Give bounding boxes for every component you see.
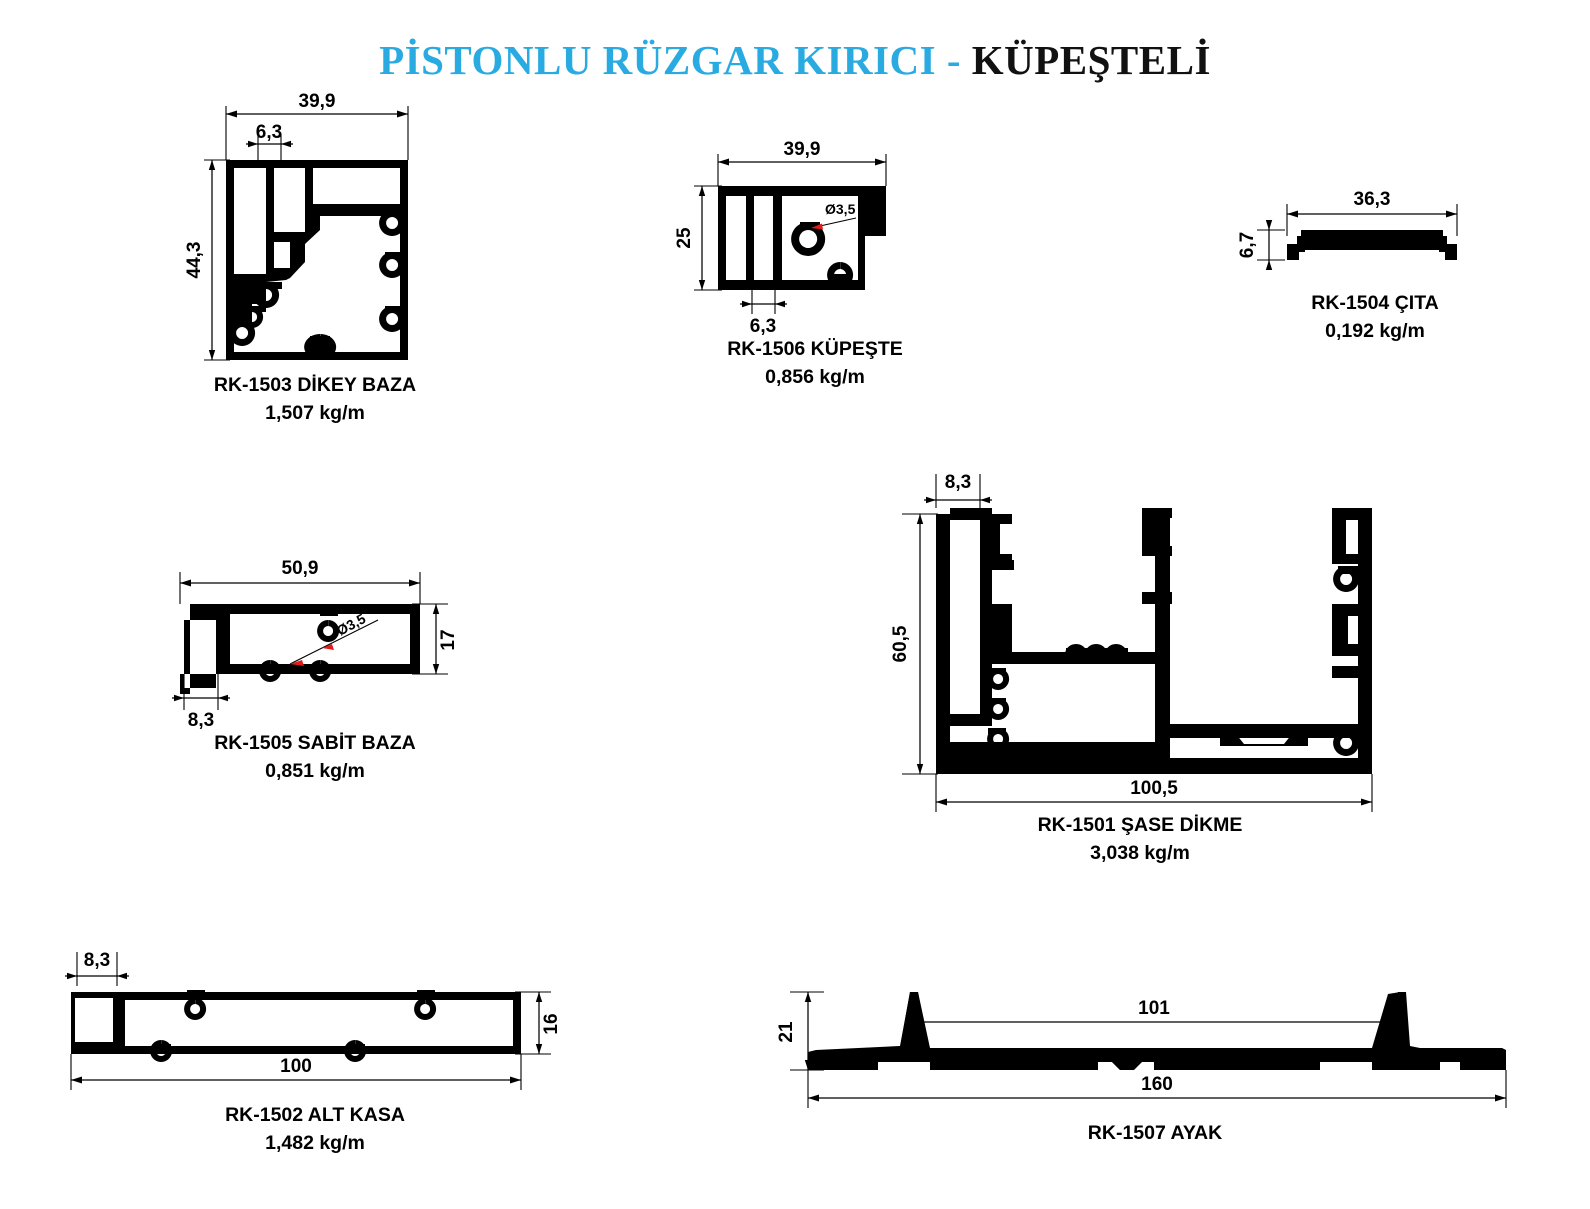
- profile-rk-1504-drawing: 36,3 6,7: [1237, 189, 1458, 270]
- profile-rk-1504: 36,3 6,7 RK-1504 ÇITA 0,192 kg/m: [1225, 189, 1525, 350]
- caption-rk-1504: RK-1504 ÇITA 0,192 kg/m: [1225, 290, 1525, 345]
- profile-rk-1506-drawing: 39,9 25 6,3: [674, 139, 887, 337]
- caption-rk-1502: RK-1502 ALT KASA 1,482 kg/m: [55, 1102, 575, 1157]
- profile-rk-1501-drawing: 8,3 60,5 100,5: [890, 472, 1373, 812]
- dimension-rk1507-inner-span: 101: [906, 998, 1404, 1026]
- caption-rk-1503: RK-1503 DİKEY BAZA 1,507 kg/m: [170, 372, 460, 427]
- caption-rk-1502-code: RK-1502 ALT KASA: [225, 1104, 405, 1126]
- dimension-rk1502-width: 100: [70, 1054, 522, 1090]
- dim-label-100: 100: [280, 1056, 312, 1077]
- caption-rk-1505-code: RK-1505 SABİT BAZA: [214, 732, 416, 754]
- dimension-rk1506-width: 39,9: [717, 139, 887, 186]
- dimension-rk1505-height: 17: [412, 603, 459, 675]
- caption-rk-1501-code: RK-1501 ŞASE DİKME: [1037, 814, 1243, 836]
- profile-rk1501-section: [936, 508, 1372, 774]
- caption-rk-1507: RK-1507 AYAK: [760, 1120, 1550, 1148]
- dim-label-bore-rk1506: Ø3,5: [825, 201, 856, 217]
- dim-label-36-3: 36,3: [1354, 189, 1391, 210]
- profile-rk1504-section: [1287, 230, 1457, 260]
- dimension-rk1506-height: 25: [674, 185, 722, 291]
- profile-rk-1505: 50,9 17 8,3: [150, 558, 480, 808]
- caption-rk-1501: RK-1501 ŞASE DİKME 3,038 kg/m: [880, 812, 1400, 867]
- dim-label-8-3-rk1502: 8,3: [84, 950, 110, 971]
- profile-rk-1502-drawing: 8,3 16 100: [65, 950, 562, 1090]
- dim-label-17: 17: [438, 629, 459, 650]
- profile-rk-1507: 21 101 160: [760, 960, 1550, 1160]
- profile-rk-1503: 39,9 6,3 44,3: [170, 91, 460, 432]
- caption-rk-1503-code: RK-1503 DİKEY BAZA: [213, 374, 417, 396]
- dim-label-6-3: 6,3: [256, 122, 282, 143]
- dimension-rk1503-channel: 6,3: [246, 122, 293, 160]
- profile-rk1502-section: [71, 988, 521, 1062]
- dimension-rk1504-width: 36,3: [1286, 189, 1458, 236]
- dim-label-160: 160: [1141, 1074, 1173, 1095]
- caption-rk-1507-code: RK-1507 AYAK: [1087, 1122, 1223, 1144]
- dim-label-39-9-top: 39,9: [299, 91, 336, 112]
- dimension-rk1506-channel: 6,3: [740, 290, 787, 337]
- dim-label-50-9: 50,9: [282, 558, 319, 579]
- profile-rk1503-section: [226, 160, 408, 360]
- dim-label-101: 101: [1138, 998, 1170, 1019]
- dimension-rk1503-height: 44,3: [184, 159, 230, 361]
- profile-rk-1502: 8,3 16 100: [55, 940, 575, 1170]
- caption-rk-1505: RK-1505 SABİT BAZA 0,851 kg/m: [150, 730, 480, 785]
- caption-rk-1502-weight: 1,482 kg/m: [265, 1131, 365, 1154]
- dimension-rk1501-height: 60,5: [890, 513, 938, 775]
- dim-label-6-3-rk1506: 6,3: [750, 316, 776, 337]
- caption-rk-1504-code: RK-1504 ÇITA: [1311, 292, 1439, 314]
- dim-label-25: 25: [674, 227, 695, 249]
- caption-rk-1506-weight: 0,856 kg/m: [765, 365, 865, 388]
- dim-label-21: 21: [776, 1021, 797, 1043]
- dim-label-16: 16: [541, 1013, 562, 1034]
- dimension-rk1507-width: 160: [807, 1070, 1507, 1108]
- profile-rk1506-section: Ø3,5: [718, 186, 886, 290]
- profile-rk1505-section: Ø3,5: [180, 604, 420, 694]
- dim-label-44-3: 44,3: [184, 242, 205, 279]
- caption-rk-1505-weight: 0,851 kg/m: [265, 759, 365, 782]
- caption-rk-1506-code: RK-1506 KÜPEŞTE: [727, 338, 903, 360]
- dim-label-39-9-rk1506: 39,9: [784, 139, 821, 160]
- profile-rk-1503-drawing: 39,9 6,3 44,3: [184, 91, 409, 361]
- dim-label-8-3-rk1505: 8,3: [188, 710, 214, 731]
- dimension-rk1504-height: 6,7: [1237, 220, 1285, 270]
- profile-rk-1507-drawing: 21 101 160: [776, 991, 1507, 1108]
- page-title-blue: PİSTONLU RÜZGAR KIRICI -: [379, 37, 961, 83]
- caption-rk-1503-weight: 1,507 kg/m: [265, 401, 365, 424]
- dimension-rk1503-width: 39,9: [225, 91, 409, 160]
- profile-rk-1506: 39,9 25 6,3: [670, 139, 960, 420]
- dimension-rk1502-leg: 8,3: [65, 950, 129, 986]
- dimension-rk1501-width: 100,5: [935, 774, 1373, 812]
- profile-rk-1501: 8,3 60,5 100,5: [880, 462, 1400, 882]
- dimension-rk1502-height: 16: [515, 991, 562, 1055]
- dimension-rk1501-leg: 8,3: [924, 472, 992, 508]
- dim-label-100-5: 100,5: [1130, 778, 1178, 799]
- page-title: PİSTONLU RÜZGAR KIRICI - KÜPEŞTELİ: [0, 36, 1590, 84]
- caption-rk-1504-weight: 0,192 kg/m: [1325, 319, 1425, 342]
- page-title-black: KÜPEŞTELİ: [960, 37, 1211, 83]
- profile-rk1507-section: [808, 992, 1506, 1070]
- dim-label-6-7: 6,7: [1237, 232, 1258, 258]
- dim-label-bore-rk1505: Ø3,5: [334, 610, 368, 638]
- caption-rk-1506: RK-1506 KÜPEŞTE 0,856 kg/m: [670, 336, 960, 391]
- profile-rk-1505-drawing: 50,9 17 8,3: [172, 558, 459, 731]
- dimension-rk1505-width: 50,9: [179, 558, 421, 604]
- dim-label-8-3-rk1501: 8,3: [945, 472, 971, 493]
- dim-label-60-5: 60,5: [890, 625, 911, 662]
- caption-rk-1501-weight: 3,038 kg/m: [1090, 841, 1190, 864]
